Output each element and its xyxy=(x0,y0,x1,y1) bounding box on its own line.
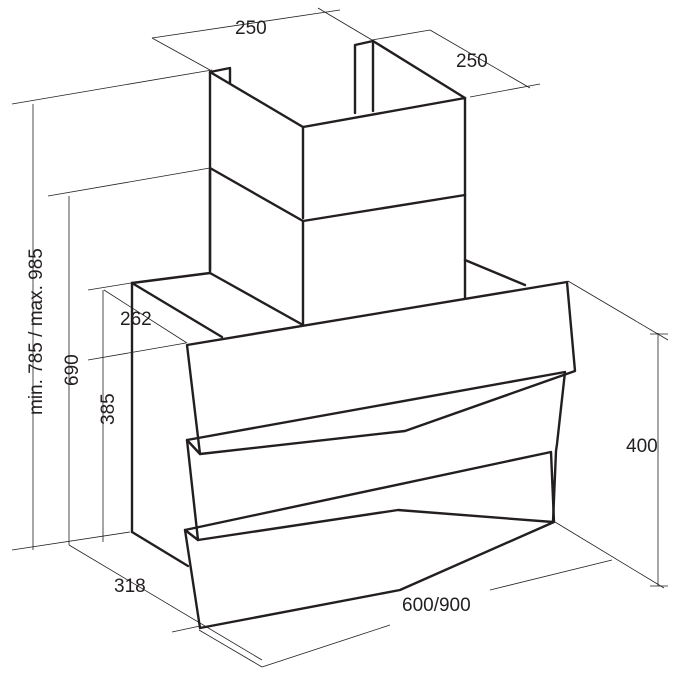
label-height-385: 385 xyxy=(98,393,119,425)
label-chimney-width: 250 xyxy=(235,18,267,39)
label-chimney-depth: 250 xyxy=(456,51,488,72)
label-total-height: min. 785 / max. 985 xyxy=(26,248,47,415)
dimension-labels: 250 250 min. 785 / max. 985 690 385 262 … xyxy=(26,18,658,616)
lower-chimney xyxy=(208,168,467,327)
label-depth-262: 262 xyxy=(120,309,152,330)
upper-chimney xyxy=(208,39,467,272)
label-front-height: 400 xyxy=(626,436,658,457)
label-depth-318: 318 xyxy=(114,576,146,597)
label-width: 600/900 xyxy=(402,595,471,616)
dimension-lines xyxy=(11,7,669,668)
hood-body xyxy=(130,258,577,630)
label-height-690: 690 xyxy=(62,354,83,386)
